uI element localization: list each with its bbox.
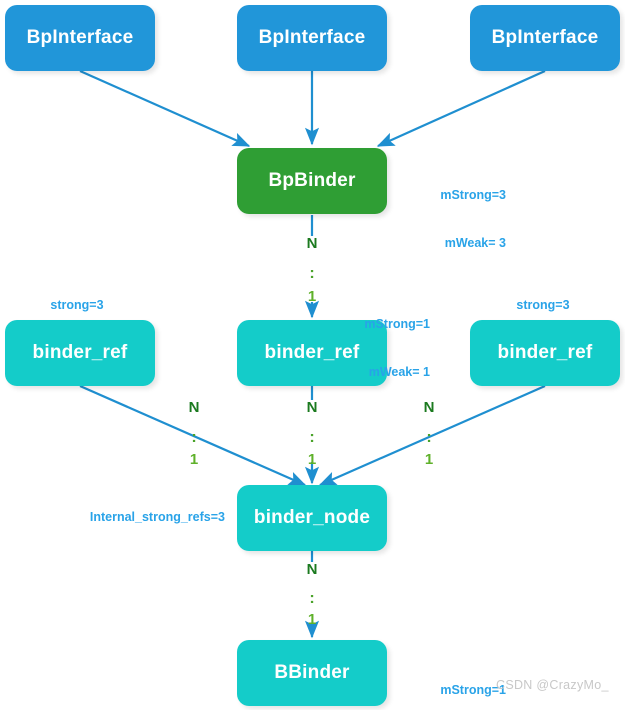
node-bbinder[interactable]: BBinder xyxy=(237,640,387,706)
cardinality-ref-right-to-node-one: 1 xyxy=(424,451,434,468)
annotation-line-1: mStrong=1 xyxy=(440,683,506,697)
cardinality-bpbinder-to-ref-sep: : xyxy=(309,265,315,282)
node-binder-ref-left[interactable]: binder_ref xyxy=(5,320,155,386)
annotation-bpbinder-counts: mStrong=3 mWeak= 3 xyxy=(398,155,506,283)
cardinality-ref-left-to-node-one: 1 xyxy=(189,451,199,468)
cardinality-bpbinder-to-ref-n: N xyxy=(306,235,318,252)
cardinality-ref-center-to-node-n: N xyxy=(306,399,318,416)
annotation-binder-node-internal: Internal_strong_refs=3 xyxy=(89,510,225,524)
cardinality-bpbinder-to-ref-one: 1 xyxy=(307,288,317,305)
cardinality-node-to-bbinder-one: 1 xyxy=(307,611,317,628)
annotation-bbinder-counts: mStrong=1 mWeak=1 xyxy=(398,650,506,710)
node-binder-ref-center[interactable]: binder_ref xyxy=(237,320,387,386)
cardinality-ref-center-to-node-sep: : xyxy=(309,429,315,446)
cardinality-ref-left-to-node-n: N xyxy=(188,399,200,416)
cardinality-node-to-bbinder-n: N xyxy=(306,561,318,578)
annotation-binder-ref-center-counts: mStrong=1 mWeak= 1 xyxy=(322,284,430,412)
annotation-binder-ref-right-strong: strong=3 xyxy=(516,298,570,312)
node-label: BpInterface xyxy=(26,27,134,48)
node-binder-node[interactable]: binder_node xyxy=(237,485,387,551)
cardinality-ref-left-to-node-sep: : xyxy=(191,429,197,446)
cardinality-ref-right-to-node-n: N xyxy=(423,399,435,416)
node-label: BpBinder xyxy=(268,170,356,191)
annotation-line-2: mWeak= 3 xyxy=(444,236,506,250)
cardinality-ref-right-to-node-sep: : xyxy=(426,429,432,446)
cardinality-ref-center-to-node-one: 1 xyxy=(307,451,317,468)
edge-bpinterface-left-to-bpbinder xyxy=(79,69,251,148)
node-label: BBinder xyxy=(274,662,350,683)
node-label: binder_ref xyxy=(497,342,593,363)
annotation-line-2: mWeak= 1 xyxy=(368,365,430,379)
node-binder-ref-right[interactable]: binder_ref xyxy=(470,320,620,386)
annotation-line-1: mStrong=1 xyxy=(364,317,430,331)
node-bpbinder[interactable]: BpBinder xyxy=(237,148,387,214)
watermark: CSDN @CrazyMo_ xyxy=(496,678,609,692)
node-label: BpInterface xyxy=(491,27,599,48)
node-label: binder_ref xyxy=(264,342,360,363)
annotation-binder-ref-left-strong: strong=3 xyxy=(50,298,104,312)
cardinality-node-to-bbinder-sep: : xyxy=(309,590,315,607)
node-label: binder_node xyxy=(253,507,371,528)
edge-bpinterface-right-to-bpbinder xyxy=(376,69,546,148)
node-bpinterface-left[interactable]: BpInterface xyxy=(5,5,155,71)
node-bpinterface-right[interactable]: BpInterface xyxy=(470,5,620,71)
node-label: binder_ref xyxy=(32,342,128,363)
annotation-line-1: mStrong=3 xyxy=(440,188,506,202)
node-bpinterface-center[interactable]: BpInterface xyxy=(237,5,387,71)
node-label: BpInterface xyxy=(258,27,366,48)
